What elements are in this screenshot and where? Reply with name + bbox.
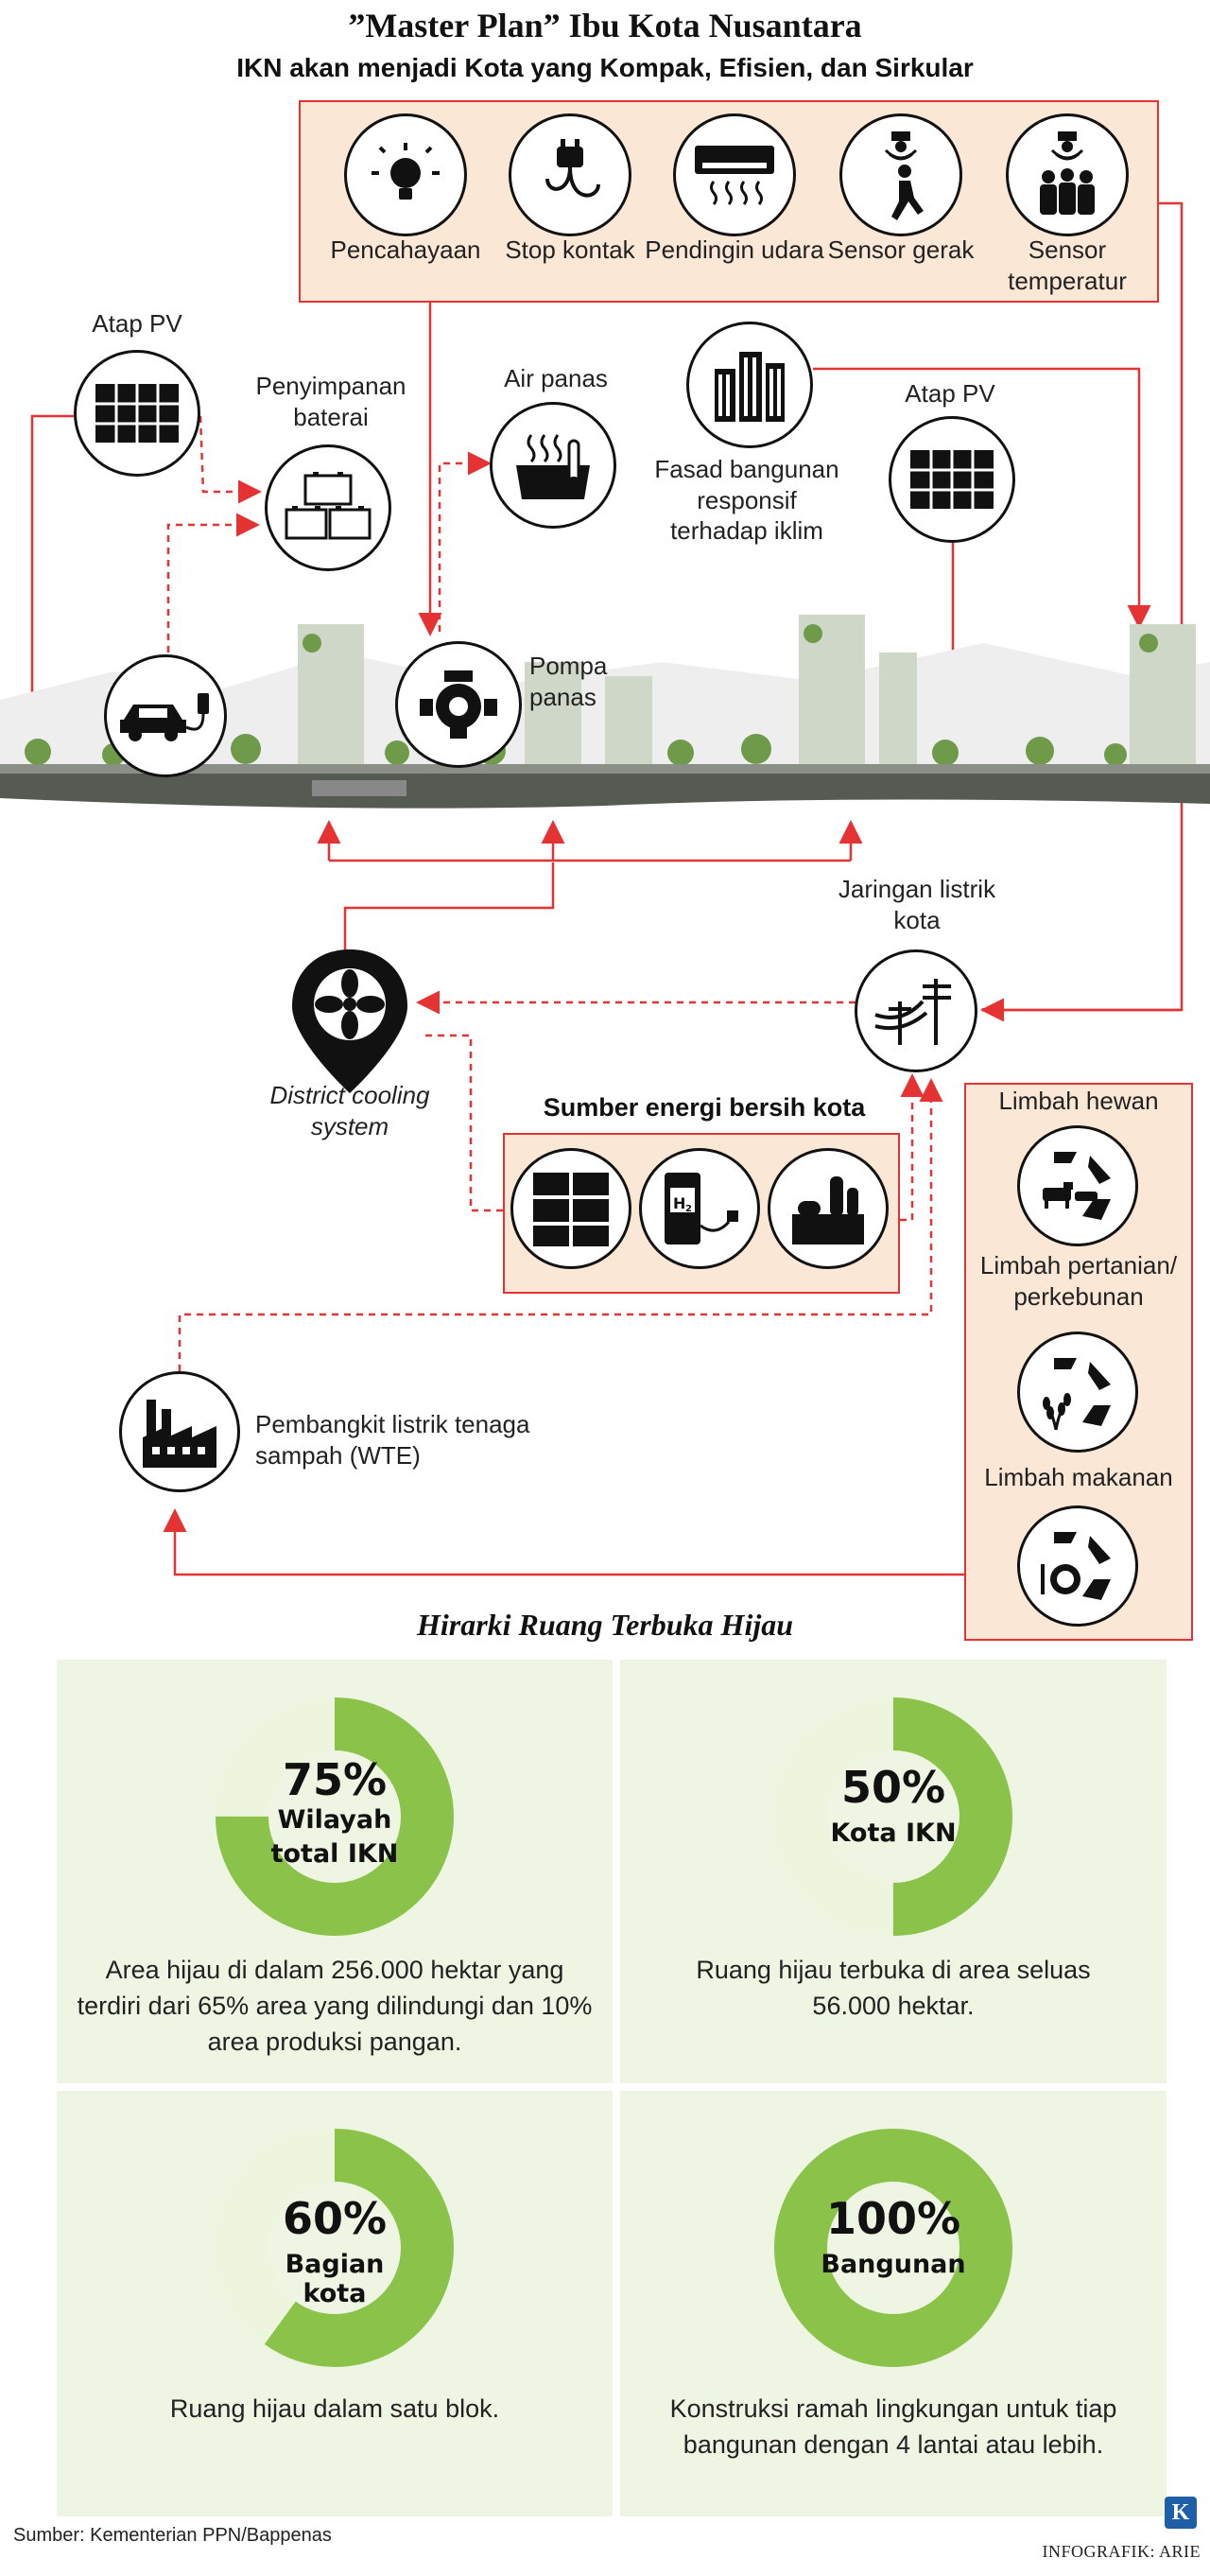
rooftop-pv-left-label: Atap PV	[92, 309, 182, 338]
card-description: Ruang hijau terbuka di area seluas 56.00…	[696, 1956, 1091, 2020]
temperature-sensor-icon	[1006, 113, 1129, 236]
infographic-credit: INFOGRAFIK: ARIE	[1042, 2542, 1201, 2561]
animal-waste-recycle-icon	[1017, 1125, 1138, 1246]
donut-chart-region	[216, 1697, 454, 1936]
power-plug-icon	[509, 113, 631, 236]
percent-value: 75%	[282, 1754, 388, 1805]
heat-pump-label: Pompa panas	[529, 652, 608, 711]
light-bulb-icon	[344, 113, 467, 236]
percent-value: 100%	[825, 2193, 961, 2244]
card-description: Konstruksi ramah lingkungan untuk tiap b…	[669, 2394, 1117, 2459]
donut-chart-city	[774, 1697, 1012, 1936]
card-description: Ruang hijau dalam satu blok.	[169, 2394, 500, 2423]
card-description: Area hijau di dalam 256.000 hektar yang …	[77, 1956, 593, 2056]
food-waste-recycle-icon	[1017, 1506, 1138, 1627]
percent-label: Kota IKN	[830, 1819, 957, 1848]
device-label-lighting: Pencahayaan	[330, 235, 481, 264]
grid-label: Jaringan listrik kota	[838, 875, 996, 934]
battery-storage-icon	[265, 444, 391, 571]
infographic-title: ”Master Plan” Ibu Kota Nusantara	[348, 7, 862, 44]
waste-label-crop: Limbah pertanian/ perkebunan	[979, 1251, 1178, 1311]
infographic-subtitle: IKN akan menjadi Kota yang Kompak, Efisi…	[236, 53, 974, 82]
electric-car-charging-icon	[104, 654, 227, 777]
percent-label: Wilayah total IKN	[270, 1805, 399, 1870]
percent-label: Bagian kota	[285, 2250, 385, 2308]
percent-value: 60%	[282, 2193, 388, 2244]
wte-label: Pembangkit listrik tenaga sampah (WTE)	[255, 1410, 530, 1470]
svg-text:H: H	[673, 1194, 685, 1212]
city-skyline-illustration	[0, 615, 1210, 809]
air-conditioner-icon	[673, 113, 796, 236]
responsive-facade-icon	[686, 322, 813, 448]
donut-chart-building	[774, 2129, 1012, 2367]
green-card-city: 50% Kota IKN Ruang hijau terbuka di area…	[620, 1660, 1167, 2083]
waste-label-food: Limbah makanan	[984, 1463, 1173, 1491]
solar-panel-icon	[74, 350, 200, 477]
heat-pump-icon	[395, 641, 522, 768]
donut-chart-district	[216, 2129, 454, 2367]
waste-label-animal: Limbah hewan	[998, 1087, 1159, 1115]
motion-sensor-icon	[839, 113, 962, 236]
green-space-heading: Hirarki Ruang Terbuka Hijau	[416, 1608, 794, 1642]
device-label-motion: Sensor gerak	[827, 235, 975, 264]
district-cooling-label: District cooling system	[269, 1081, 430, 1140]
crop-waste-recycle-icon	[1017, 1332, 1138, 1453]
svg-text:2: 2	[685, 1204, 692, 1214]
solar-panel-icon	[510, 1148, 631, 1269]
device-label-socket: Stop kontak	[505, 235, 635, 264]
district-cooling-icon	[288, 946, 411, 1097]
percent-label: Bangunan	[821, 2250, 966, 2279]
source-note: Sumber: Kementerian PPN/Bappenas	[13, 2525, 332, 2546]
hot-water-label: Air panas	[504, 364, 608, 392]
green-card-building: 100% Bangunan Konstruksi ramah lingkunga…	[620, 2091, 1167, 2516]
green-card-district: 60% Bagian kota Ruang hijau dalam satu b…	[57, 2091, 613, 2516]
hot-water-icon	[490, 402, 616, 529]
refinery-icon	[768, 1148, 889, 1269]
clean-energy-title: Sumber energi bersih kota	[543, 1093, 866, 1122]
green-card-region: 75% Wilayah total IKN Area hijau di dala…	[57, 1660, 613, 2083]
publisher-logo: K	[1165, 2497, 1197, 2529]
facade-label: Fasad bangunan responsif terhadap iklim	[654, 455, 839, 545]
solar-panel-icon	[889, 416, 1015, 543]
device-label-temperature: Sensor temperatur	[1008, 235, 1127, 295]
waste-to-energy-plant-icon	[119, 1371, 240, 1492]
rooftop-pv-right-label: Atap PV	[905, 379, 995, 408]
percent-value: 50%	[840, 1762, 946, 1813]
device-label-ac: Pendingin udara	[645, 235, 824, 264]
battery-label: Penyimpanan baterai	[255, 372, 406, 431]
power-grid-icon	[855, 949, 977, 1072]
